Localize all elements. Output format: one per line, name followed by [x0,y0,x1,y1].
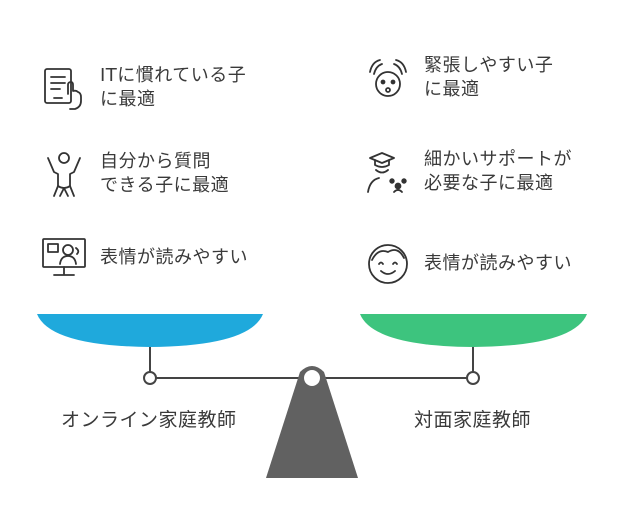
right-pivot [466,371,480,385]
left-label: オンライン家庭教師 [61,409,237,431]
left-item-2-text: 自分から質問 できる子に最適 [100,151,230,196]
right-item-3: 表情が読みやすい [364,240,572,288]
raised-hand-person-icon [47,152,81,197]
left-item-3-text: 表情が読みやすい [100,247,248,268]
teacher-student-icon [367,152,407,193]
right-item-1: 緊張しやすい子 に最適 [364,54,553,102]
fulcrum [266,366,358,478]
right-label: 対面家庭教師 [414,409,532,431]
left-item-3: 表情が読みやすい [40,234,248,282]
right-pan [360,314,587,347]
fulcrum-pin [304,370,320,386]
right-item-2-text: 細かいサポートが 必要な子に最適 [424,149,572,194]
right-item-2: 細かいサポートが 必要な子に最適 [364,148,572,196]
tablet-touch-icon [44,68,82,110]
left-item-1: ITに慣れている子 に最適 [40,64,246,112]
left-item-2: 自分から質問 できる子に最適 [40,150,229,198]
left-pivot [143,371,157,385]
nervous-face-icon [369,59,407,97]
right-item-3-text: 表情が読みやすい [424,253,572,274]
video-call-monitor-icon [42,238,86,276]
left-item-1-text: ITに慣れている子 に最適 [100,65,247,110]
smiling-face-icon [368,244,408,284]
left-pan [37,314,263,347]
right-item-1-text: 緊張しやすい子 に最適 [424,55,554,100]
